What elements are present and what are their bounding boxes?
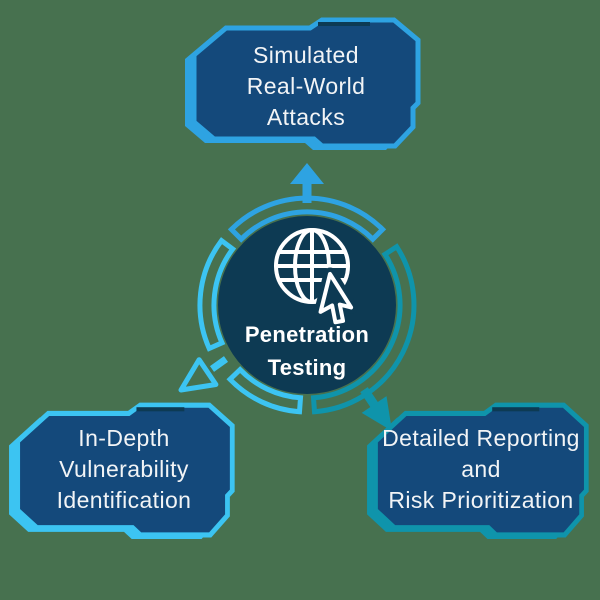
node-box-top[interactable]	[185, 20, 418, 150]
globe-with-cursor-icon	[274, 228, 358, 329]
label-line: Attacks	[266, 104, 346, 130]
node-label-bottom-left: In-Depth Vulnerability Identification	[18, 423, 230, 516]
cycle-arrow-top	[290, 163, 324, 203]
box-bottom-right-slot	[492, 407, 540, 412]
center-title-line: Penetration	[244, 322, 370, 347]
label-line: Risk Prioritization	[388, 487, 574, 513]
node-box-bottom-right[interactable]	[367, 405, 586, 540]
cycle-band-left-b	[197, 237, 237, 352]
node-label-top: Simulated Real-World Attacks	[196, 40, 416, 133]
cycle-arrow-bottom-right	[360, 387, 392, 431]
cycle-arrow-bottom-left	[178, 356, 229, 393]
label-line: Real-World	[246, 73, 366, 99]
center-title-line: Testing	[267, 355, 347, 380]
center-circle[interactable]	[218, 216, 396, 394]
label-line: Simulated	[253, 42, 359, 68]
label-line: Identification	[56, 487, 192, 513]
label-line: In-Depth	[78, 425, 170, 451]
label-line: Vulnerability	[59, 456, 189, 482]
center-title: Penetration Testing	[222, 318, 392, 384]
node-box-bottom-left[interactable]	[9, 405, 232, 540]
label-line: Detailed Reporting	[382, 425, 580, 451]
box-top-slot	[318, 22, 370, 26]
node-label-bottom-right: Detailed Reporting and Risk Prioritizati…	[366, 423, 596, 516]
label-line: and	[461, 456, 501, 482]
cycle-band-top	[227, 195, 387, 243]
cycle-band-left-a	[226, 366, 304, 415]
cycle-band-right	[310, 243, 417, 415]
box-bottom-left-slot	[136, 407, 185, 412]
